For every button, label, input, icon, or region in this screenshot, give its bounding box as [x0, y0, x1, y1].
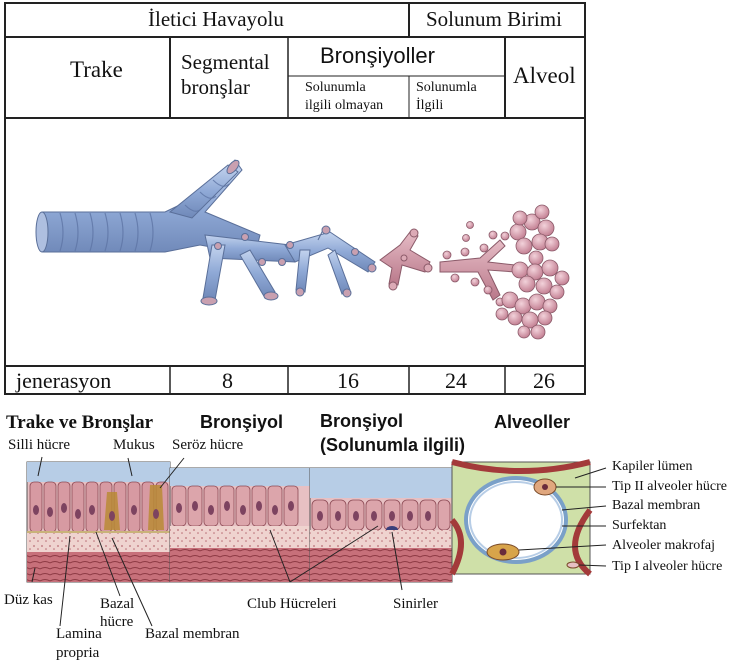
- header-respiratory-unit: Solunum Birimi: [426, 7, 562, 32]
- generation-value: 8: [222, 368, 233, 394]
- generation-value: 24: [445, 368, 467, 394]
- title-bronchiole: Bronşiyol: [200, 412, 283, 433]
- label-smooth-muscle: Düz kas: [4, 592, 53, 609]
- airway-tree-illustration: [36, 158, 569, 339]
- column-alveolus: Alveol: [513, 63, 576, 89]
- label-surfactant: Surfektan: [612, 518, 666, 534]
- title-trachea-bronchi: Trake ve Bronşlar: [6, 412, 153, 434]
- panel-resp-bronchiole-epithelium: [310, 468, 452, 582]
- label-basal-membrane-right: Bazal membran: [612, 498, 700, 514]
- column-nonrespiratory-line1: Solunumla: [305, 80, 366, 96]
- panel-trachea-epithelium: [27, 462, 170, 582]
- label-serous-cell: Seröz hücre: [172, 437, 243, 454]
- generation-label: jenerasyon: [16, 368, 111, 394]
- panel-bronchiole-epithelium: [170, 468, 310, 582]
- label-club-cells: Club Hücreleri: [247, 596, 337, 613]
- label-lamina-line1: Lamina: [56, 626, 102, 643]
- label-basal-cell-line1: Bazal: [100, 596, 134, 613]
- generation-value: 16: [337, 368, 359, 394]
- label-basal-cell-line2: hücre: [100, 614, 133, 631]
- title-alveoli: Alveoller: [494, 412, 570, 433]
- label-type2-cell: Tip II alveoler hücre: [612, 479, 727, 495]
- label-lamina-line2: propria: [56, 645, 99, 662]
- column-respiratory-line2: İlgili: [416, 98, 443, 114]
- label-nerves: Sinirler: [393, 596, 438, 613]
- column-bronchioles: Bronşiyoller: [320, 43, 435, 69]
- column-segmental-line2: bronşlar: [181, 75, 250, 100]
- column-trachea: Trake: [70, 57, 123, 83]
- column-segmental-line1: Segmental: [181, 50, 270, 75]
- title-resp-bronchiole-line1: Bronşiyol: [320, 411, 403, 432]
- column-nonrespiratory-line2: ilgili olmayan: [305, 98, 383, 114]
- generation-value: 26: [533, 368, 555, 394]
- label-type1-cell: Tip I alveoler hücre: [612, 559, 722, 575]
- label-basal-membrane: Bazal membran: [145, 626, 240, 643]
- label-ciliated-cell: Silli hücre: [8, 437, 70, 454]
- label-alveolar-macrophage: Alveoler makrofaj: [612, 538, 715, 554]
- label-mucus: Mukus: [113, 437, 155, 454]
- label-capillary-lumen: Kapiler lümen: [612, 459, 692, 475]
- column-respiratory-line1: Solunumla: [416, 80, 477, 96]
- header-conducting-zone: İletici Havayolu: [148, 7, 284, 32]
- panel-alveoli: [452, 462, 590, 574]
